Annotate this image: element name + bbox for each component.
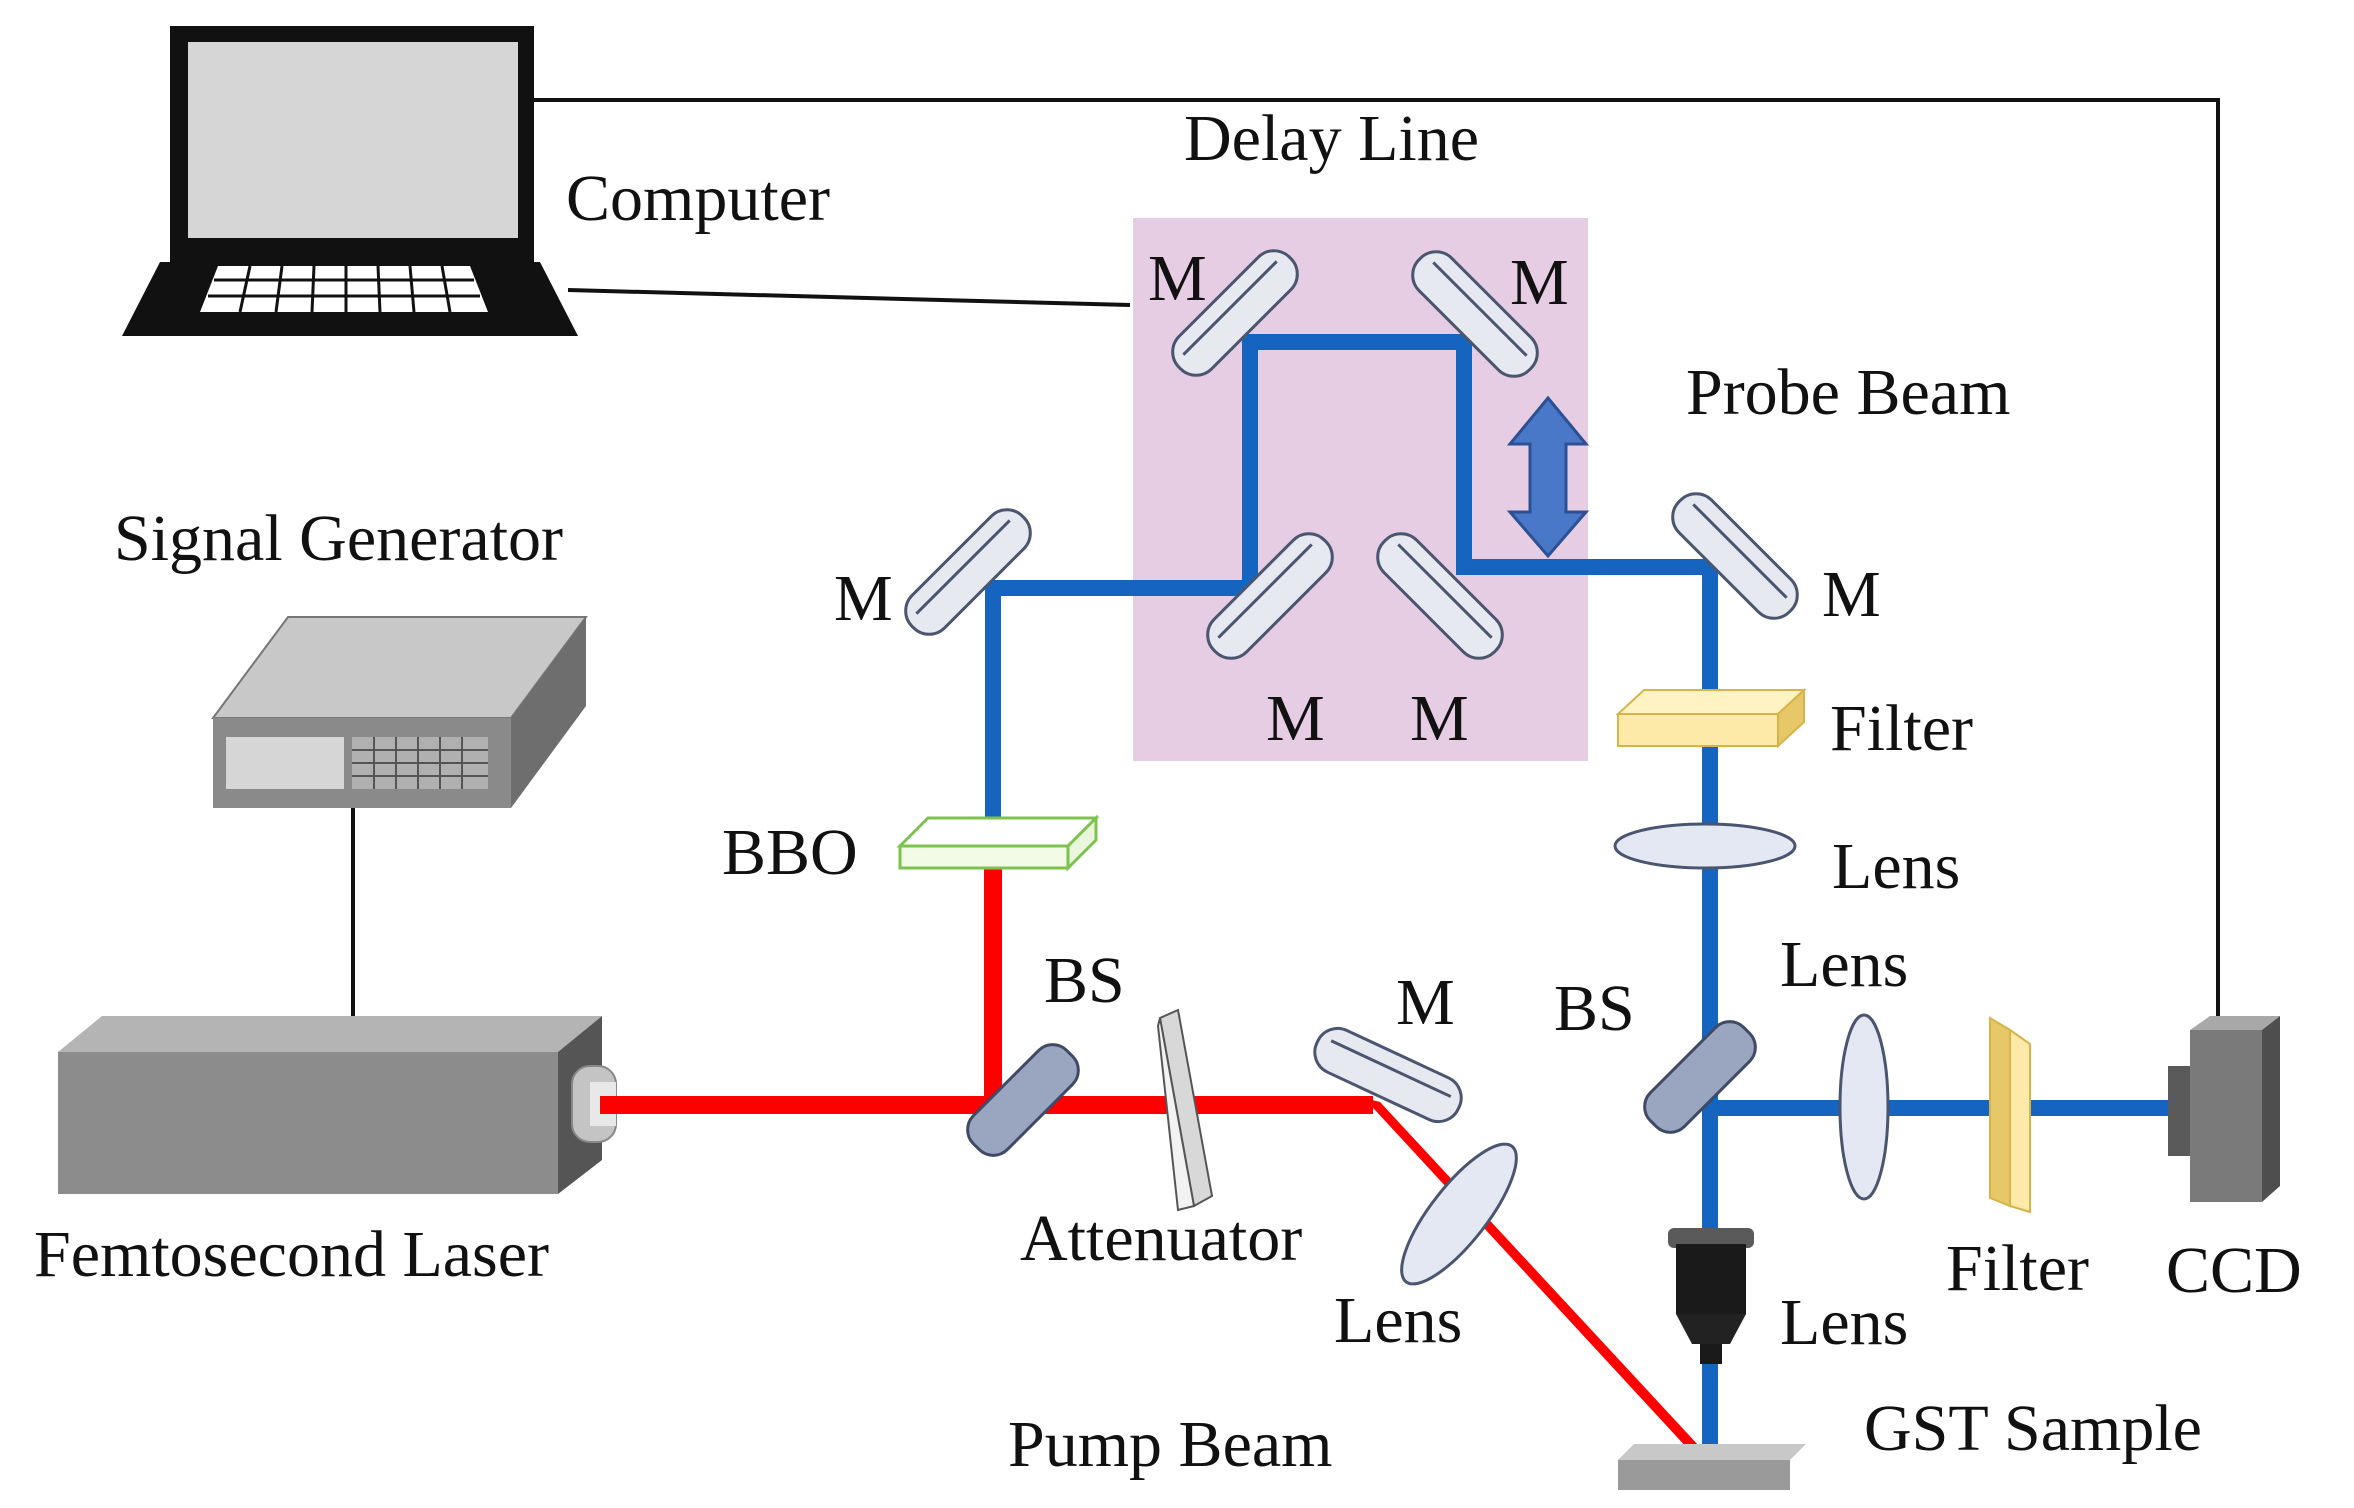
- laptop-icon: [122, 26, 578, 336]
- label-computer: Computer: [566, 162, 830, 235]
- ccd-camera-icon: [2168, 1016, 2280, 1202]
- label-bs-pump: BS: [1044, 944, 1125, 1017]
- beam-splitter-probe: [1643, 1020, 1757, 1134]
- mirror-delay-top-right: [1411, 250, 1539, 378]
- label-gst-sample: GST Sample: [1864, 1392, 2202, 1465]
- label-lens-ccd: Lens: [1780, 928, 1908, 1001]
- mirror-delay-top-left: [1171, 249, 1299, 377]
- lens-ccd: [1838, 1013, 1890, 1201]
- microscope-objective-icon: [1668, 1228, 1754, 1364]
- label-ccd: CCD: [2166, 1234, 2302, 1307]
- label-probe-beam: Probe Beam: [1686, 356, 2010, 429]
- laser-box-icon: [58, 1016, 617, 1194]
- double-arrow-icon: [1506, 395, 1590, 559]
- label-filter-probe: Filter: [1830, 692, 1973, 765]
- mirror-pump: [1313, 1026, 1463, 1124]
- mirror-right: [1671, 492, 1799, 620]
- mirror-delay-bottom-left: [1206, 532, 1334, 660]
- label-signal-generator: Signal Generator: [114, 502, 563, 575]
- bbo-crystal: [896, 814, 1100, 872]
- label-lens-pump: Lens: [1334, 1284, 1462, 1357]
- mirror-left: [904, 508, 1032, 636]
- probe-beam: [985, 334, 2170, 1458]
- label-mirror-right: M: [1822, 558, 1881, 631]
- label-lens-probe: Lens: [1832, 830, 1960, 903]
- label-mirror-delay-bottom-left: M: [1266, 682, 1325, 755]
- lens-pump: [1400, 1142, 1518, 1286]
- computer-delay-cable: [567, 288, 1131, 307]
- label-bbo: BBO: [722, 816, 858, 889]
- lens-probe: [1613, 822, 1797, 870]
- signal-generator-icon: [211, 616, 588, 808]
- label-mirror-pump: M: [1396, 966, 1455, 1039]
- filter-ccd: [1989, 1016, 2031, 1214]
- attenuator: [1156, 1008, 1214, 1212]
- label-filter-ccd: Filter: [1946, 1232, 2089, 1305]
- beam-splitter-pump: [966, 1043, 1080, 1157]
- cables: [351, 98, 2220, 1022]
- label-bs-probe: BS: [1554, 972, 1635, 1045]
- lenses: [1400, 822, 1890, 1286]
- pump-beam: [600, 868, 1712, 1462]
- label-attenuator: Attenuator: [1020, 1202, 1302, 1275]
- label-pump-beam: Pump Beam: [1008, 1408, 1333, 1481]
- label-mirror-delay-top-left: M: [1148, 242, 1207, 315]
- gst-sample: [1618, 1444, 1806, 1490]
- label-lens-objective: Lens: [1780, 1286, 1908, 1359]
- mirror-delay-bottom-right: [1376, 532, 1504, 660]
- label-mirror-delay-top-right: M: [1510, 246, 1569, 319]
- label-mirror-left: M: [834, 562, 893, 635]
- label-delay-line: Delay Line: [1184, 102, 1479, 175]
- filters: [1615, 687, 2031, 1214]
- label-femtosecond-laser: Femtosecond Laser: [34, 1218, 549, 1291]
- computer-ccd-cable: [534, 98, 2220, 1022]
- mirrors: [904, 249, 1799, 1124]
- labels: Computer Delay Line Probe Beam Signal Ge…: [34, 102, 2302, 1481]
- label-mirror-delay-bottom-right: M: [1410, 682, 1469, 755]
- filter-probe: [1615, 687, 1807, 749]
- beam-splitters: [966, 1020, 1757, 1157]
